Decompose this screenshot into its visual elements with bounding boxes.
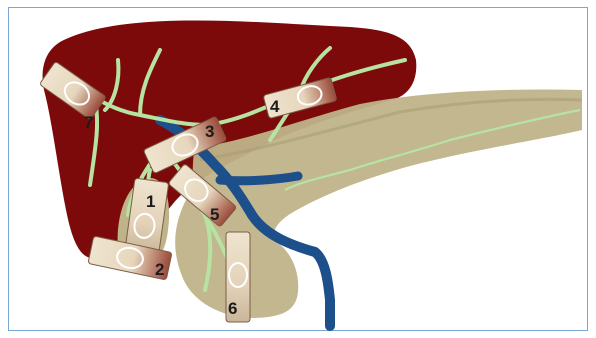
label-1: 1	[146, 192, 155, 211]
label-4: 4	[270, 97, 280, 116]
label-2: 2	[155, 260, 164, 279]
label-6: 6	[228, 299, 237, 318]
label-5: 5	[210, 205, 219, 224]
label-3: 3	[205, 122, 214, 141]
label-7: 7	[84, 113, 93, 132]
duct-branch	[220, 176, 298, 181]
